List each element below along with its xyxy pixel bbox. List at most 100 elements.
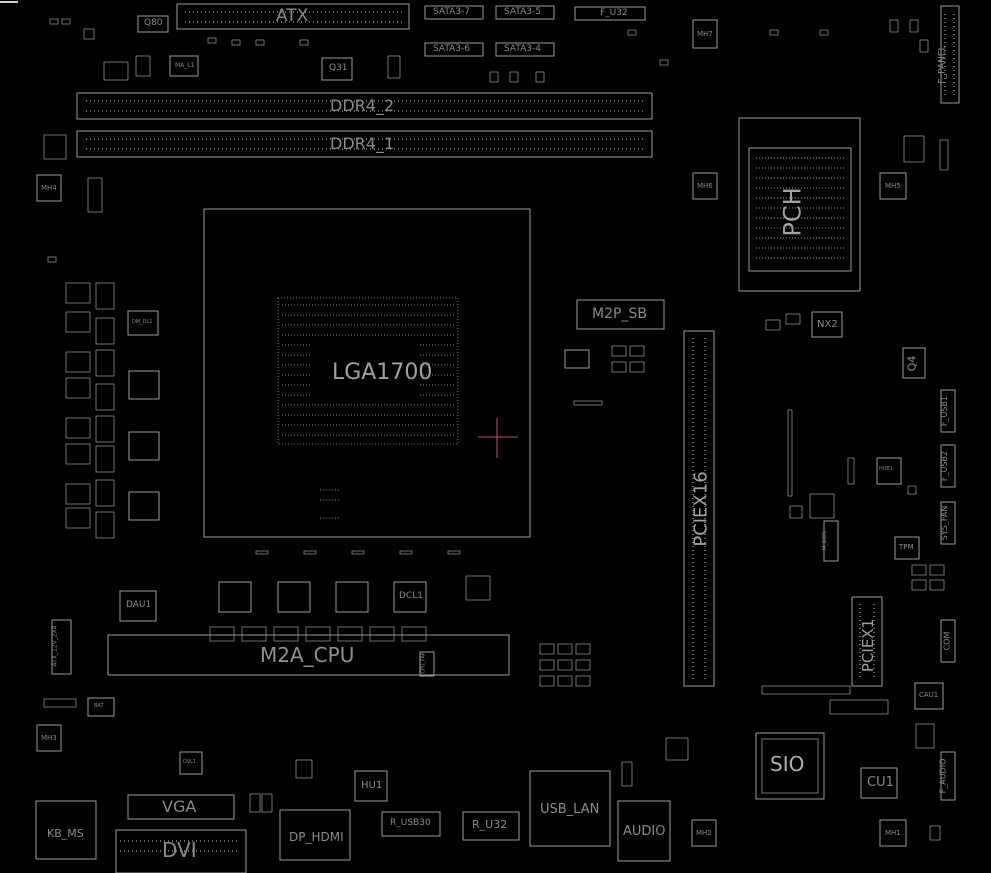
dcl1-label: DCL1 (399, 591, 423, 601)
usb-lan-label: USB_LAN (540, 802, 600, 817)
ddr4-1-slot (76, 130, 653, 158)
audio-port (617, 800, 671, 862)
mh6-label: MH6 (697, 182, 713, 190)
cpu-pin-array (282, 304, 454, 519)
f-panel-label: F_PANEL (937, 45, 948, 84)
mh1-label: MH1 (885, 829, 901, 837)
cau1-chip (914, 682, 944, 710)
mh7-label: MH7 (697, 30, 713, 38)
dvl1-chip (179, 751, 203, 775)
nx2-chip (811, 311, 843, 338)
r-usb30-label: R_USB30 (390, 818, 431, 828)
passive-components (43, 18, 949, 841)
f-audio-header (940, 751, 956, 801)
sys-fan-label: SYS_FAN (940, 505, 950, 541)
vrm-choke-1 (128, 370, 160, 400)
q4-chip (902, 347, 926, 379)
sata3-4-label: SATA3-4 (504, 44, 541, 54)
sio-chip (755, 732, 825, 800)
f-u32-label: F_U32 (600, 8, 628, 18)
kb-ms-port (35, 800, 97, 860)
r-usb30-header (381, 811, 441, 837)
sata3-7-connector (424, 5, 484, 20)
f-usb1-label: F_USB1 (940, 395, 950, 427)
audio-label: AUDIO (623, 824, 666, 839)
dau1-chip (119, 590, 157, 622)
bat-label: BAT (94, 703, 104, 709)
tpm-label: TPM (899, 543, 914, 551)
dram-ch-chip (564, 349, 590, 369)
vrm-choke-5 (277, 581, 311, 613)
usb-lan-port (529, 770, 611, 847)
mh4-label: MH4 (41, 184, 57, 192)
q31-label: Q31 (329, 63, 348, 73)
mh5-hole-pad (879, 172, 907, 200)
sio-die (761, 738, 819, 794)
com-header (940, 619, 956, 663)
mh6-hole-pad (692, 172, 718, 200)
atx-12v-label: ATX_12V_2X4 (51, 625, 59, 667)
q80-chip (137, 15, 169, 33)
ma-l1-label: MA_L1 (175, 62, 195, 69)
sys-fan-header (940, 501, 956, 545)
vga-label: VGA (162, 797, 197, 816)
vga-port (127, 794, 235, 820)
ma-l1-chip (169, 55, 199, 77)
ddr4-2-label: DDR4_2 (330, 96, 395, 115)
cpu-fan-label: CPU_FAN (420, 651, 427, 674)
atx-12v-connector (51, 619, 72, 675)
cpu-socket-outline (203, 208, 531, 538)
f-usb2-header (940, 444, 956, 488)
bat-holder (87, 697, 115, 717)
r-u32-label: R_U32 (472, 818, 508, 831)
sata3-6-label: SATA3-6 (433, 44, 470, 54)
vrm-choke-6 (335, 581, 369, 613)
cu1-chip (860, 767, 898, 799)
f-u32-header (574, 6, 646, 21)
q31-chip (321, 57, 353, 81)
dvl1-label: DVL1 (183, 759, 197, 765)
dvi-port (115, 829, 247, 873)
tpm-chip (894, 536, 920, 560)
dvi-label: DVI (162, 838, 197, 862)
mh1-hole-pad (879, 819, 907, 847)
hu1-label: HU1 (361, 780, 383, 791)
cpu-socket-label: LGA1700 (332, 360, 433, 385)
f-usb2-label: F_USB2 (940, 450, 950, 482)
dm-dl1-label: DM_DL1 (132, 319, 153, 325)
sio-label: SIO (770, 752, 805, 776)
sata3-4-connector (495, 42, 555, 57)
kb-ms-label: KB_MS (47, 827, 84, 840)
dau1-label: DAU1 (126, 600, 152, 610)
cau1-label: CAU1 (919, 691, 939, 699)
pch-label: PCH (778, 187, 807, 237)
pch-outer (738, 117, 861, 292)
pch-die (748, 147, 852, 272)
com-label: COM (942, 631, 952, 651)
mh7-hole-pad (692, 19, 718, 49)
m2p-sb-label: M2P_SB (592, 306, 647, 322)
m2p-sb-slot (576, 299, 665, 330)
m2a-cpu-label: M2A_CPU (260, 643, 355, 667)
nx2-label: NX2 (817, 319, 838, 330)
cu1-label: CU1 (867, 775, 894, 790)
ddr4-2-slot (76, 92, 653, 120)
dp-hdmi-port (279, 809, 351, 861)
pciex16-slot (683, 330, 715, 687)
mh3-hole-pad (36, 724, 62, 752)
m2a-cpu-slot (107, 634, 510, 676)
vrm-choke-4 (218, 581, 252, 613)
pciex1-label: PCIEX1 (859, 618, 878, 673)
f-audio-label: F_AUDIO (938, 758, 948, 794)
cpu-fan-header (419, 651, 435, 677)
hub1-label: HUB1 (879, 466, 894, 472)
m-bios-label: M_BIOS (821, 531, 828, 550)
cpu-pin-field (277, 297, 459, 445)
hub1-chip (876, 457, 902, 485)
dp-hdmi-label: DP_HDMI (289, 830, 344, 844)
mh3-label: MH3 (41, 734, 57, 742)
pciex16-label: PCIEX16 (690, 471, 712, 547)
pciex1-slot (851, 596, 883, 687)
f-usb1-header (940, 389, 956, 433)
